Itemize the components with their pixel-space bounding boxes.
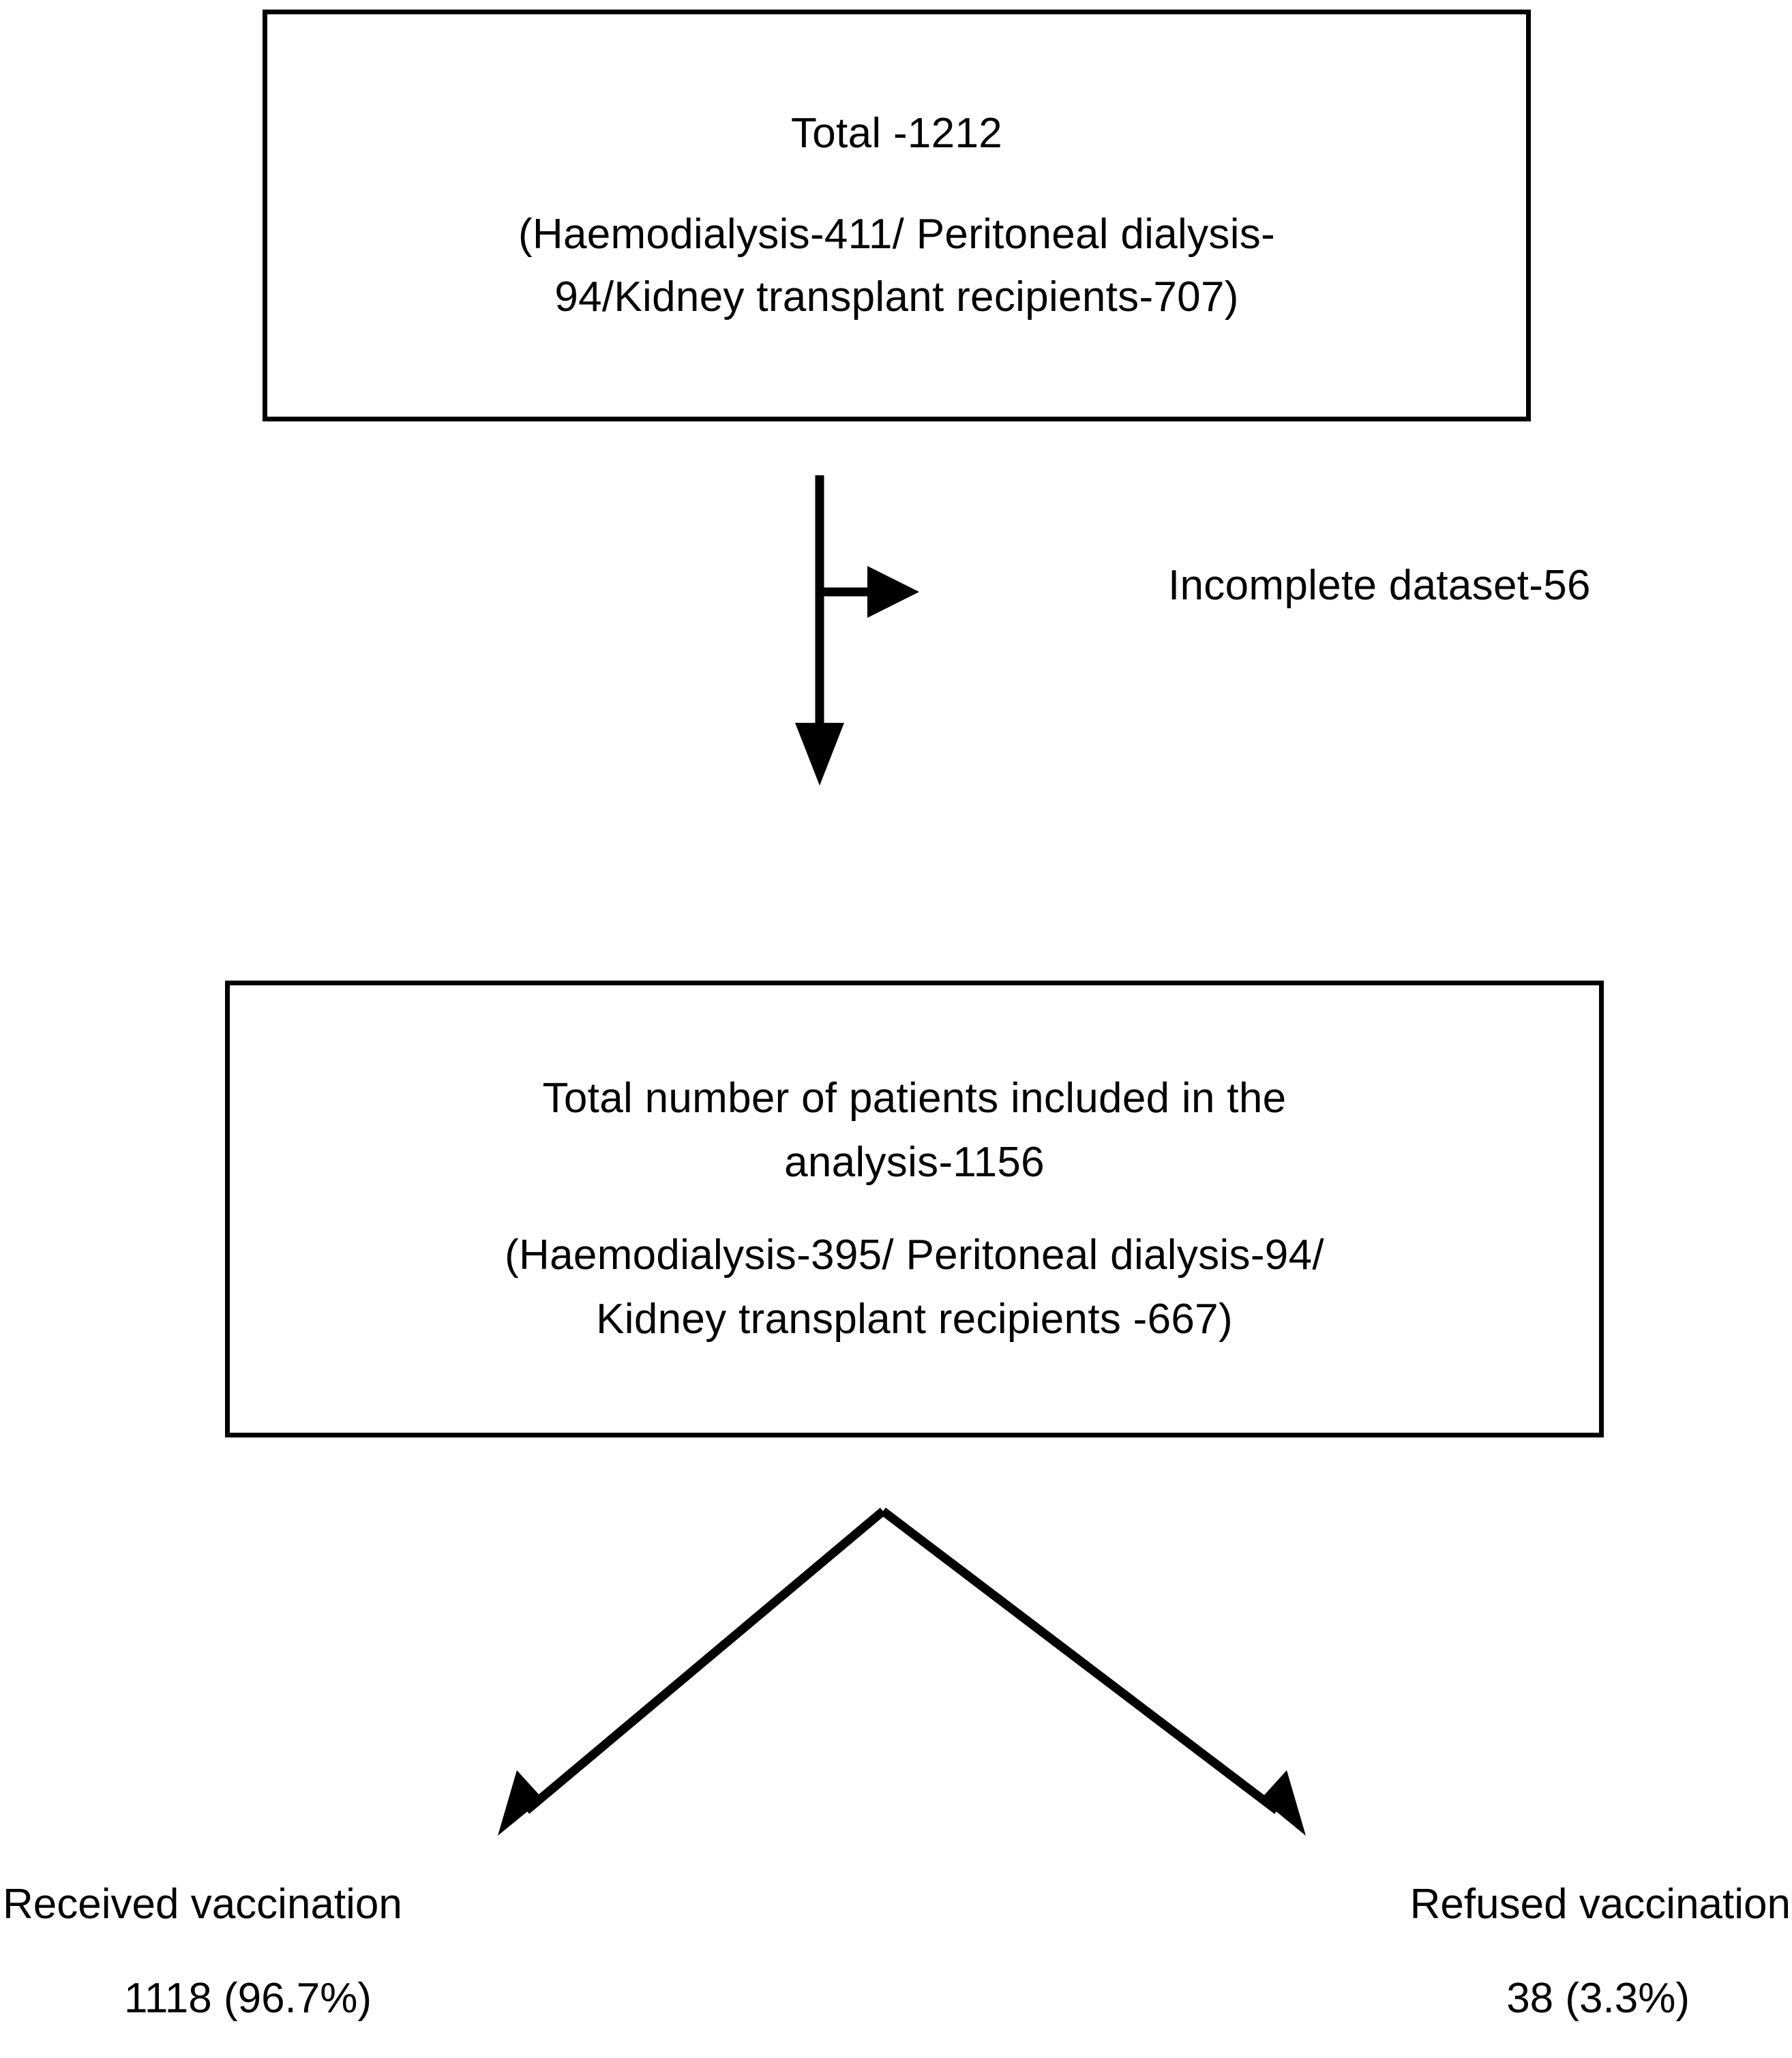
arrow-included-to-received — [498, 1508, 886, 1836]
node-included-patients: Total number of patients included in the… — [225, 981, 1604, 1437]
refused-vaccination-count: 38 (3.3%) — [1506, 1975, 1690, 2022]
received-vaccination-count: 1118 (96.7%) — [124, 1975, 372, 2022]
label-incomplete-dataset: Incomplete dataset-56 — [1168, 562, 1591, 609]
included-line-3: (Haemodialysis-395/ Peritoneal dialysis-… — [505, 1232, 1324, 1279]
received-vaccination-title: Received vaccination — [3, 1881, 402, 1928]
arrow-total-to-included — [795, 475, 844, 786]
arrow-included-to-refused — [880, 1507, 1306, 1836]
total-cohort-line-2: (Haemodialysis-411/ Peritoneal dialysis- — [518, 211, 1276, 258]
included-line-1: Total number of patients included in the — [542, 1075, 1287, 1122]
total-cohort-line-1: Total -1212 — [790, 110, 1003, 157]
arrow-excluded-branch — [820, 566, 919, 618]
total-cohort-line-3: 94/Kidney transplant recipients-707) — [554, 273, 1239, 320]
included-line-2: analysis-1156 — [784, 1139, 1045, 1186]
node-total-cohort: Total -1212 (Haemodialysis-411/ Peritone… — [263, 10, 1531, 421]
node-received-vaccination: Received vaccination 1118 (96.7%) — [3, 1883, 402, 2020]
refused-vaccination-title: Refused vaccination — [1409, 1881, 1791, 1928]
included-line-4: Kidney transplant recipients -667) — [596, 1296, 1233, 1343]
node-refused-vaccination: Refused vaccination 38 (3.3%) — [1410, 1883, 1791, 2020]
